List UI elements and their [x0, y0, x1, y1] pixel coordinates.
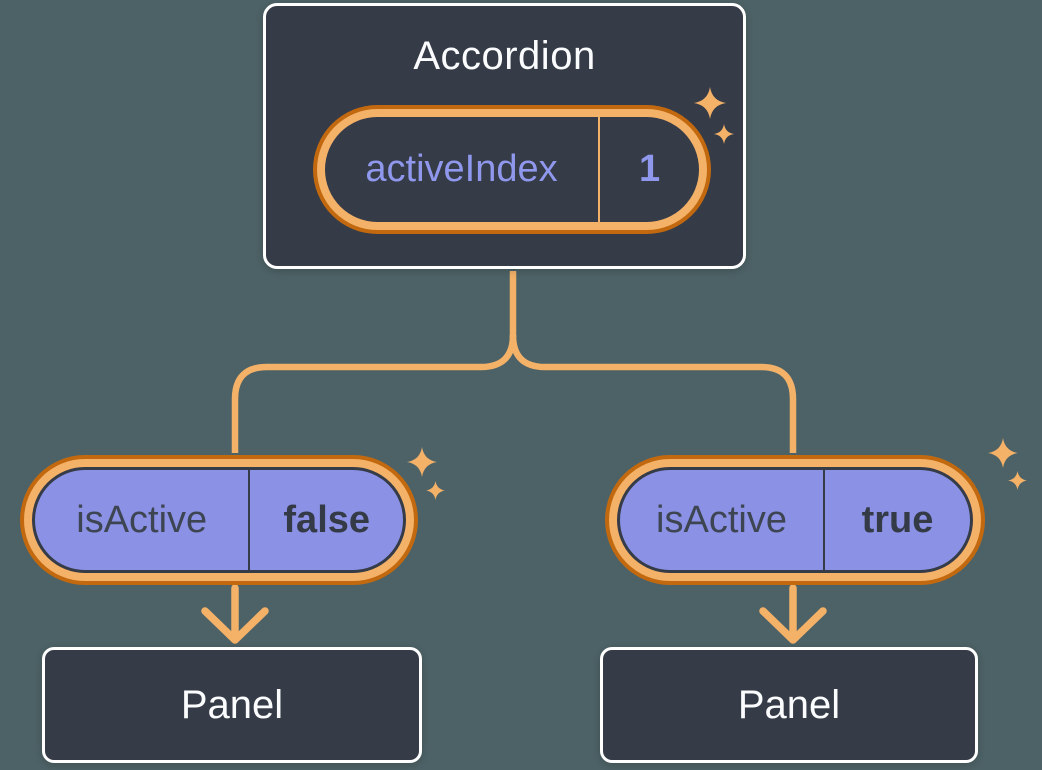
panel-node-left: Panel: [42, 647, 422, 763]
sparkle-icon: [1008, 471, 1027, 490]
state-pill-ring: activeIndex 1: [317, 109, 707, 230]
prop-name-left: isActive: [76, 498, 208, 541]
sparkle-icon: [714, 124, 734, 144]
state-value: 1: [598, 117, 699, 222]
sparkle-icon: [694, 87, 726, 119]
connector-branch-left: [231, 334, 517, 453]
state-name: activeIndex: [365, 148, 558, 190]
panel-right-title: Panel: [737, 682, 841, 727]
prop-pill-left: isActive false: [20, 455, 418, 585]
accordion-node-title: Accordion: [413, 34, 596, 78]
state-pill: activeIndex 1: [313, 105, 711, 234]
arrow-left-head: [201, 607, 269, 644]
prop-value-left: false: [248, 470, 403, 570]
panel-left-title: Panel: [180, 682, 284, 727]
prop-name-right: isActive: [656, 498, 787, 541]
sparkle-icon: [426, 481, 445, 500]
prop-pill-right-ring: isActive true: [609, 459, 981, 581]
arrow-right-head: [759, 607, 827, 644]
sparkle-icon: [988, 438, 1018, 468]
prop-value-right: true: [823, 470, 970, 570]
connector-branch-right: [509, 334, 797, 453]
prop-pill-right-body: isActive true: [617, 467, 973, 573]
prop-pill-left-body: isActive false: [32, 467, 406, 573]
panel-node-right: Panel: [600, 647, 978, 763]
accordion-node: Accordion activeIndex 1: [263, 3, 746, 269]
prop-pill-left-ring: isActive false: [24, 459, 414, 581]
prop-pill-right: isActive true: [605, 455, 985, 585]
sparkle-icon: [407, 447, 437, 477]
state-pill-body: activeIndex 1: [325, 117, 699, 222]
